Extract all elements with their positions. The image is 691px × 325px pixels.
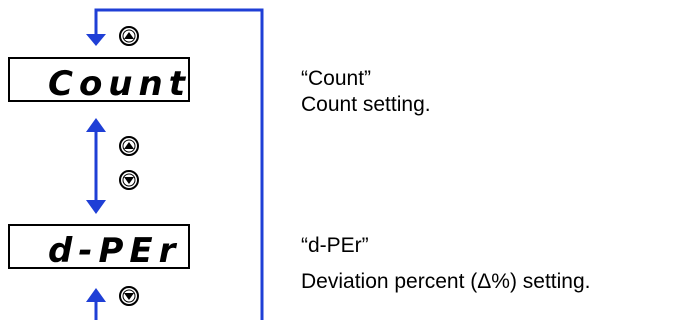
down-triangle-icon bbox=[124, 293, 134, 300]
up-triangle-icon bbox=[124, 142, 134, 149]
down-button-bottom[interactable] bbox=[119, 286, 139, 306]
count-quote: “Count” bbox=[301, 67, 372, 90]
count-description: “Count” Count setting. bbox=[301, 66, 431, 118]
double-arrow bbox=[86, 118, 106, 214]
display-d-per: d-PEr bbox=[8, 224, 190, 271]
down-triangle-icon bbox=[124, 177, 134, 184]
display-d-per-text: d-PEr bbox=[48, 231, 181, 271]
count-text: Count setting. bbox=[301, 93, 431, 116]
up-triangle-icon bbox=[124, 32, 134, 39]
bottom-arrow bbox=[86, 288, 106, 320]
display-count: Count bbox=[8, 57, 191, 104]
d-per-quote: “d-PEr” bbox=[301, 234, 369, 257]
display-count-text: Count bbox=[48, 64, 191, 104]
up-button[interactable] bbox=[119, 26, 139, 46]
loop-connector bbox=[86, 8, 264, 320]
d-per-description: “d-PEr” Deviation percent (Δ%) setting. bbox=[301, 228, 591, 300]
down-button-middle[interactable] bbox=[119, 170, 139, 190]
d-per-text: Deviation percent (Δ%) setting. bbox=[301, 270, 591, 293]
up-button-middle[interactable] bbox=[119, 136, 139, 156]
